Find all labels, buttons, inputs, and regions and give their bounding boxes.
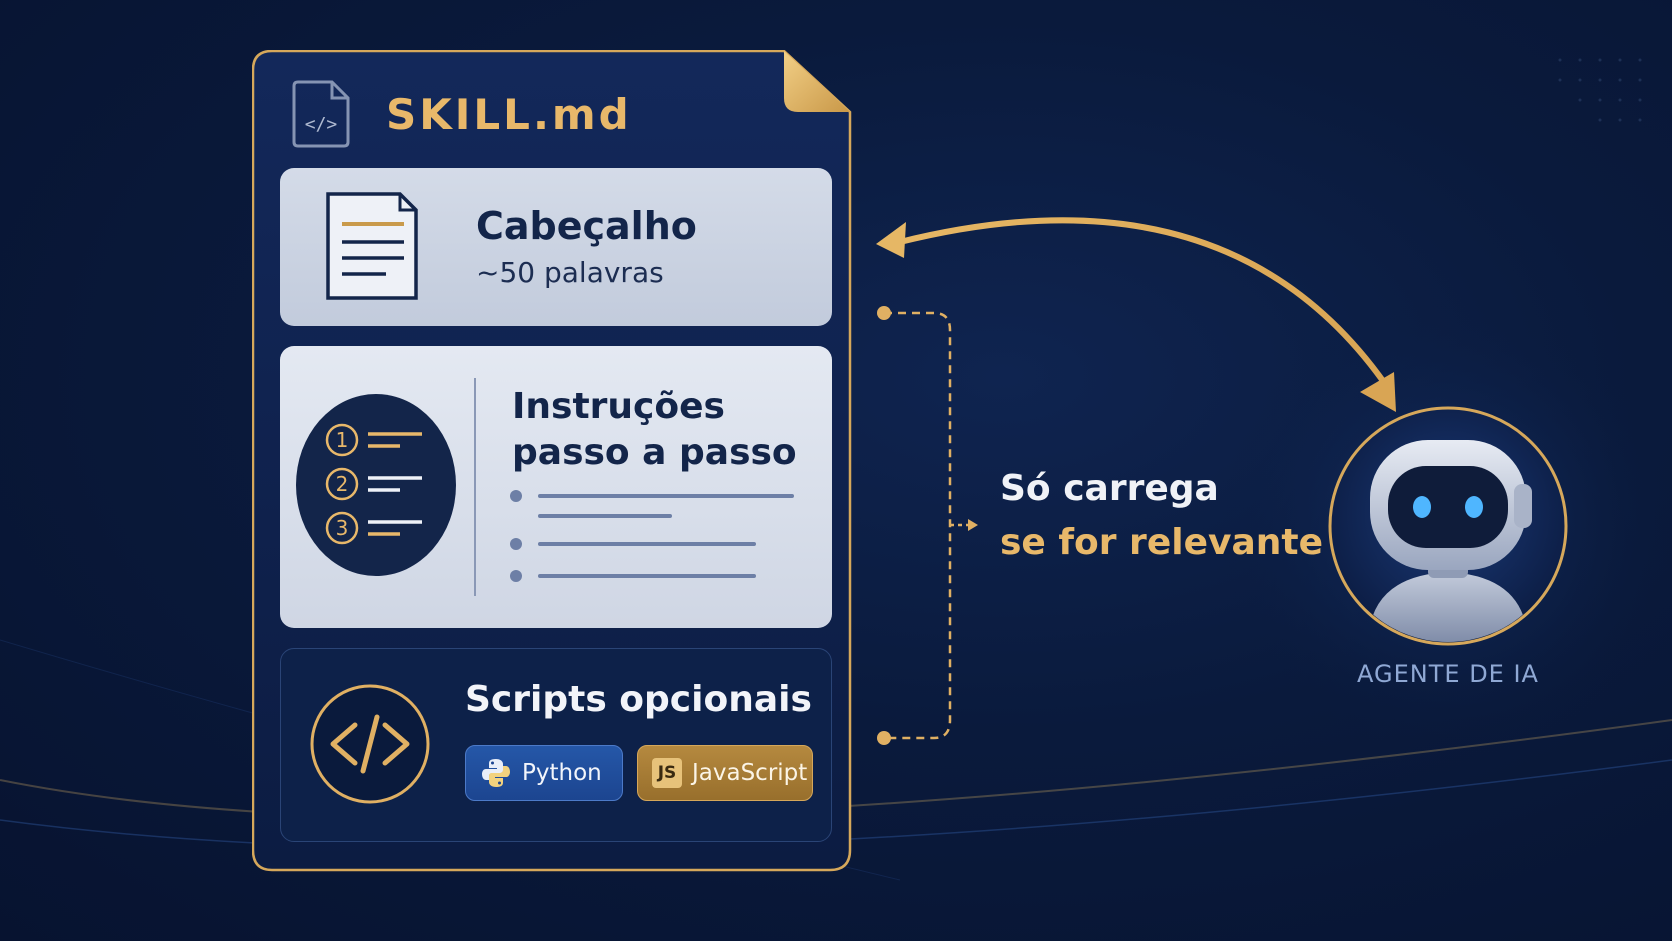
python-label: Python — [522, 760, 602, 786]
javascript-label: JavaScript — [692, 760, 808, 786]
steps-section-title: Instruções passo a passo — [512, 386, 797, 473]
header-section-subtitle: ~50 palavras — [476, 256, 664, 289]
header-section-card: Cabeçalho ~50 palavras — [280, 168, 832, 326]
skill-document: </> SKILL.md Cabeçalho ~50 palavras 1 2 … — [252, 50, 852, 872]
arc-arrowhead-right — [1360, 372, 1396, 412]
js-logo-icon: JS — [652, 758, 682, 788]
step-number-1: 1 — [336, 428, 349, 452]
bullet-lines-decor — [510, 490, 794, 582]
scripts-section-title: Scripts opcionais — [465, 679, 812, 720]
note-line-2: se for relevante — [1000, 522, 1323, 563]
page-fold-corner — [784, 51, 850, 112]
scripts-section-card: Scripts opcionais Python JS JavaScript — [280, 648, 832, 842]
robot-icon — [1328, 406, 1568, 646]
document-lines-icon — [326, 192, 418, 300]
steps-section-card: 1 2 3 Instruções passo a passo — [280, 346, 832, 628]
load-arc-arrow — [897, 217, 1391, 391]
svg-text:</>: </> — [305, 114, 338, 135]
code-brackets-icon — [310, 684, 430, 804]
code-file-icon: </> — [292, 80, 350, 148]
step-number-3: 3 — [336, 516, 349, 540]
javascript-badge: JS JavaScript — [637, 745, 813, 801]
python-badge: Python — [465, 745, 623, 801]
arc-arrowhead-left — [876, 222, 906, 258]
steps-divider — [474, 378, 476, 596]
load-condition-note: Só carrega se for relevante — [1000, 462, 1323, 570]
document-header: </> SKILL.md — [292, 80, 632, 148]
decor-dot-grid — [1558, 58, 1642, 122]
document-title: SKILL.md — [386, 89, 632, 139]
header-section-title: Cabeçalho — [476, 204, 697, 248]
note-line-1: Só carrega — [1000, 468, 1219, 509]
step-number-2: 2 — [336, 472, 349, 496]
numbered-list-icon: 1 2 3 — [296, 394, 456, 576]
agent-label: AGENTE DE IA — [1357, 660, 1539, 688]
python-logo-icon — [482, 759, 510, 787]
dashed-bracket — [877, 306, 978, 745]
